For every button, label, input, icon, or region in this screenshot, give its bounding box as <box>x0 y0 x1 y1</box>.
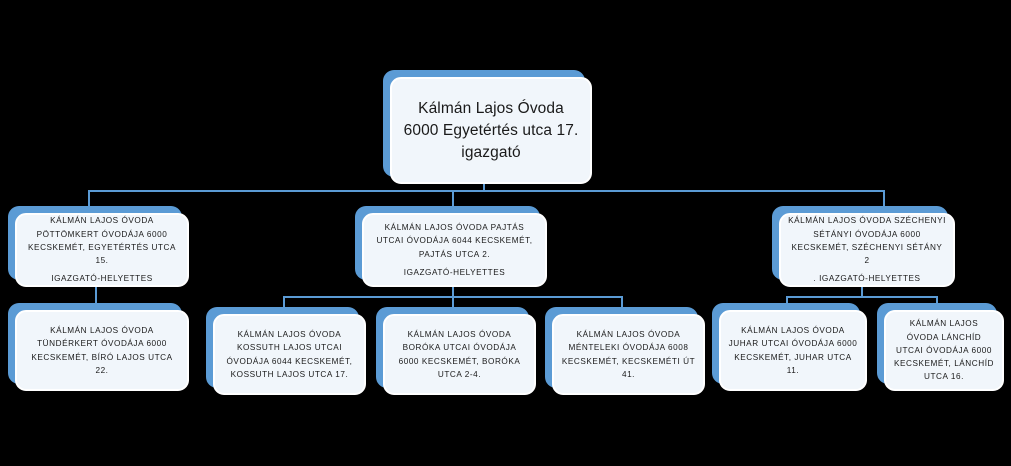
org-node-szechenyi-setanyi[interactable]: KÁLMÁN LAJOS ÓVODA SZÉCHENYI SÉTÁNYI ÓVO… <box>772 206 955 287</box>
node-card: KÁLMÁN LAJOS ÓVODA PÖTTÖMKERT ÓVODÁJA 60… <box>15 213 189 287</box>
org-node-szechenyi-setanyi-text: KÁLMÁN LAJOS ÓVODA SZÉCHENYI SÉTÁNYI ÓVO… <box>788 216 946 266</box>
node-card: KÁLMÁN LAJOS ÓVODA TÜNDÉRKERT ÓVODÁJA 60… <box>15 310 189 391</box>
org-node-tunderkert-text: KÁLMÁN LAJOS ÓVODA TÜNDÉRKERT ÓVODÁJA 60… <box>31 325 173 375</box>
org-node-lanchid-utcai[interactable]: KÁLMÁN LAJOS ÓVODA LÁNCHÍD UTCAI ÓVODÁJA… <box>877 303 1004 391</box>
connector-drop-kossuth <box>283 296 285 310</box>
org-node-juhar-utcai-text: KÁLMÁN LAJOS ÓVODA JUHAR UTCAI ÓVODÁJA 6… <box>728 325 858 375</box>
org-node-menteleki-text: KÁLMÁN LAJOS ÓVODA MÉNTELEKI ÓVODÁJA 600… <box>561 329 696 379</box>
node-card: KÁLMÁN LAJOS ÓVODA SZÉCHENYI SÉTÁNYI ÓVO… <box>779 213 955 287</box>
connector-drop-menteleki <box>621 296 623 310</box>
connector-drop-szechenyi <box>883 190 885 210</box>
org-node-root[interactable]: Kálmán Lajos Óvoda 6000 Egyetértés utca … <box>383 70 592 184</box>
org-node-pottomkert-role: IGAZGATÓ-HELYETTES <box>51 274 153 284</box>
connector-level2-bus <box>88 190 884 192</box>
org-node-pajtas-utcai[interactable]: KÁLMÁN LAJOS ÓVODA PAJTÁS UTCAI ÓVODÁJA … <box>355 206 547 287</box>
connector-stem-pajtas <box>452 283 454 297</box>
connector-root-stem <box>483 177 485 191</box>
node-card: KÁLMÁN LAJOS ÓVODA BORÓKA UTCAI ÓVODÁJA … <box>383 314 536 395</box>
org-node-boroka-utcai-text: KÁLMÁN LAJOS ÓVODA BORÓKA UTCAI ÓVODÁJA … <box>398 329 521 379</box>
org-node-root-text: Kálmán Lajos Óvoda 6000 Egyetértés utca … <box>403 99 579 161</box>
node-card: KÁLMÁN LAJOS ÓVODA MÉNTELEKI ÓVODÁJA 600… <box>552 314 705 395</box>
org-node-kossuth-lajos-utcai[interactable]: KÁLMÁN LAJOS ÓVODA KOSSUTH LAJOS UTCAI Ó… <box>206 307 366 395</box>
org-node-pottomkert-text: KÁLMÁN LAJOS ÓVODA PÖTTÖMKERT ÓVODÁJA 60… <box>28 216 176 266</box>
org-node-tunderkert[interactable]: KÁLMÁN LAJOS ÓVODA TÜNDÉRKERT ÓVODÁJA 60… <box>8 303 189 391</box>
org-node-lanchid-utcai-text: KÁLMÁN LAJOS ÓVODA LÁNCHÍD UTCAI ÓVODÁJA… <box>894 319 994 382</box>
org-node-szechenyi-setanyi-role: . IGAZGATÓ-HELYETTES <box>813 274 921 284</box>
node-card: KÁLMÁN LAJOS ÓVODA PAJTÁS UTCAI ÓVODÁJA … <box>362 213 547 287</box>
node-card: KÁLMÁN LAJOS ÓVODA JUHAR UTCAI ÓVODÁJA 6… <box>719 310 867 391</box>
connector-drop-pottomkert <box>88 190 90 210</box>
connector-bus-szechenyi <box>786 296 938 298</box>
org-node-juhar-utcai[interactable]: KÁLMÁN LAJOS ÓVODA JUHAR UTCAI ÓVODÁJA 6… <box>712 303 867 391</box>
connector-stem-szechenyi <box>861 283 863 297</box>
org-node-pottomkert[interactable]: KÁLMÁN LAJOS ÓVODA PÖTTÖMKERT ÓVODÁJA 60… <box>8 206 189 287</box>
node-card: KÁLMÁN LAJOS ÓVODA KOSSUTH LAJOS UTCAI Ó… <box>213 314 366 395</box>
org-node-pajtas-utcai-role: IGAZGATÓ-HELYETTES <box>403 267 506 277</box>
org-node-boroka-utcai[interactable]: KÁLMÁN LAJOS ÓVODA BORÓKA UTCAI ÓVODÁJA … <box>376 307 536 395</box>
org-node-kossuth-lajos-utcai-text: KÁLMÁN LAJOS ÓVODA KOSSUTH LAJOS UTCAI Ó… <box>226 329 353 379</box>
org-node-menteleki[interactable]: KÁLMÁN LAJOS ÓVODA MÉNTELEKI ÓVODÁJA 600… <box>545 307 705 395</box>
node-card: KÁLMÁN LAJOS ÓVODA LÁNCHÍD UTCAI ÓVODÁJA… <box>884 310 1004 391</box>
node-card: Kálmán Lajos Óvoda 6000 Egyetértés utca … <box>390 77 592 184</box>
connector-drop-pajtas <box>452 190 454 210</box>
connector-stem-pottomkert <box>95 283 97 310</box>
org-node-pajtas-utcai-text: KÁLMÁN LAJOS ÓVODA PAJTÁS UTCAI ÓVODÁJA … <box>376 222 533 259</box>
connector-drop-boroka <box>452 296 454 310</box>
